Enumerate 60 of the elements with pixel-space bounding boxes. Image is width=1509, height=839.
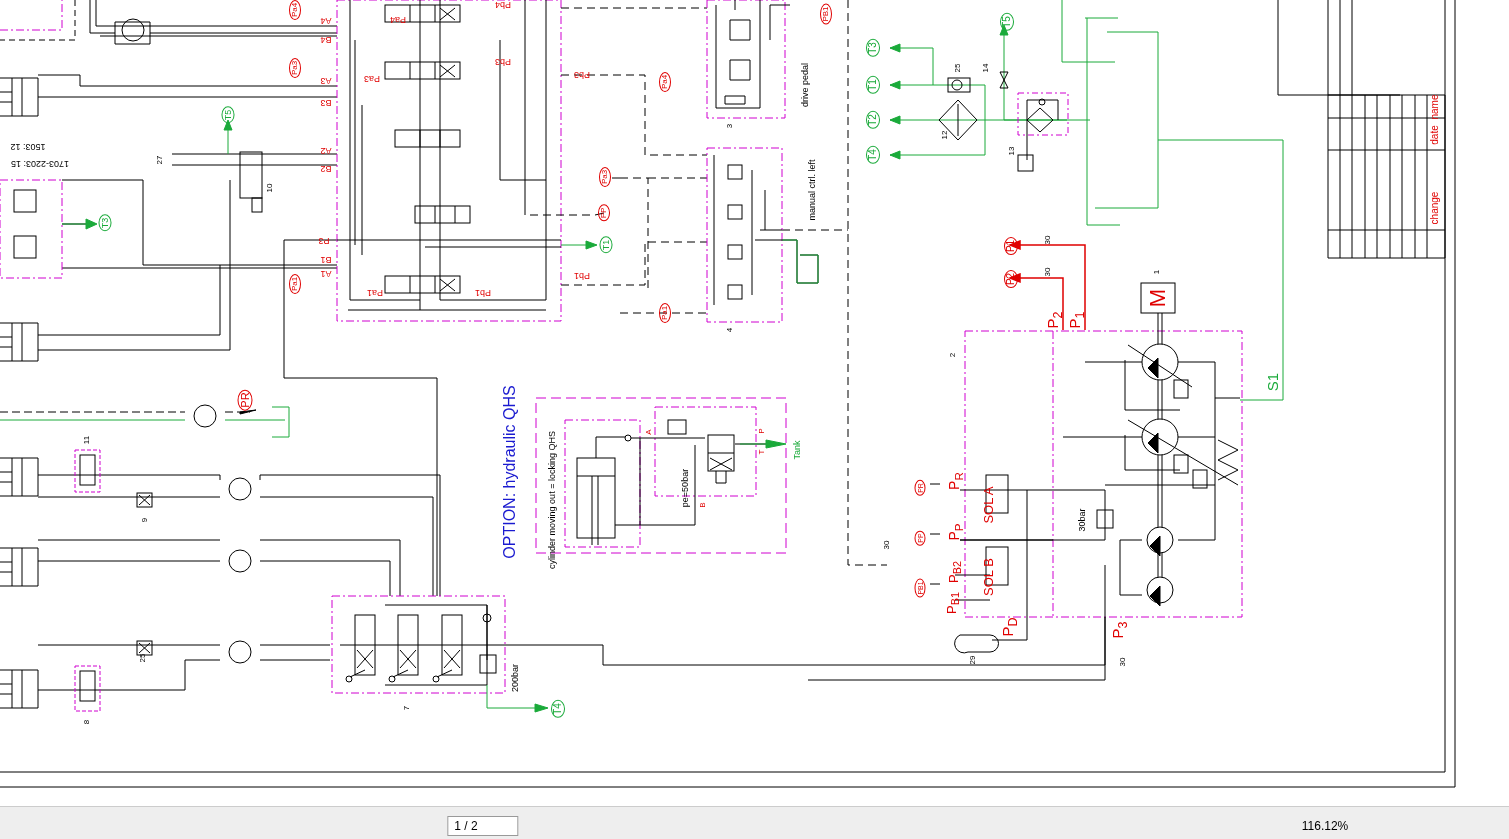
port-label: P3 xyxy=(318,235,330,245)
note-text: 1703-2203: 15 xyxy=(10,158,70,168)
part-number: 2 xyxy=(949,352,957,358)
port-label: Pb4 xyxy=(495,0,511,9)
part-number: 4 xyxy=(726,327,734,333)
valve-label: SOL A xyxy=(981,486,995,524)
port-label: B3 xyxy=(320,97,332,107)
note-text: manual ctrl. left xyxy=(807,159,817,221)
part-number: 10 xyxy=(266,183,274,193)
port-label: Pb1 xyxy=(574,270,590,280)
port-label: B4 xyxy=(320,34,332,44)
port-label: Tank xyxy=(792,440,802,460)
port-label: Pa1 xyxy=(367,287,383,297)
note-text: pe=50bar xyxy=(680,468,690,508)
valve-label: SOL B xyxy=(981,558,995,596)
port-label: A1 xyxy=(320,268,332,278)
part-number: 11 xyxy=(83,435,91,445)
part-number: 3 xyxy=(726,123,734,129)
part-number: 30 xyxy=(1044,267,1052,277)
port-label: A2 xyxy=(320,145,332,155)
port-label: B xyxy=(699,502,707,508)
port-label: A3 xyxy=(320,75,332,85)
part-number: 25 xyxy=(139,653,147,663)
motor-symbol-label: M xyxy=(1147,288,1169,308)
note-text: 1503: 12 xyxy=(10,141,46,151)
pressure-setting: 30bar xyxy=(1077,508,1087,532)
part-number: 27 xyxy=(156,155,164,165)
part-number: 9 xyxy=(141,517,149,523)
title-block-heading: change xyxy=(1430,191,1440,225)
port-label: Pb3 xyxy=(495,56,511,66)
part-number: 12 xyxy=(941,130,949,140)
port-label: B2 xyxy=(320,163,332,173)
part-number: 13 xyxy=(1008,146,1016,156)
part-number: 30 xyxy=(883,540,891,550)
port-label: S1 xyxy=(1264,372,1280,392)
part-number: 8 xyxy=(83,719,91,725)
port-label: Pa3 xyxy=(364,73,380,83)
port-label: A4 xyxy=(320,15,332,25)
part-number: 29 xyxy=(969,655,977,665)
note-text: cylinder moving out = locking QHS xyxy=(547,431,557,569)
port-label: P xyxy=(758,428,766,434)
port-label: Pa4 xyxy=(390,14,406,24)
part-number: 30 xyxy=(1044,235,1052,245)
port-label: Pb1 xyxy=(475,287,491,297)
title-block-heading: date xyxy=(1430,125,1440,145)
port-label: A xyxy=(645,429,653,435)
part-number: 7 xyxy=(403,705,411,711)
port-label: T xyxy=(758,449,766,455)
title-block-heading: name xyxy=(1430,94,1440,120)
part-number: 14 xyxy=(982,63,990,73)
part-number: 25 xyxy=(954,63,962,73)
port-label: B1 xyxy=(320,254,332,264)
page-indicator: 1 / 2 xyxy=(447,816,519,836)
part-number: 30 xyxy=(1119,657,1127,667)
option-heading: OPTION: hydraulic QHS xyxy=(502,385,518,559)
zoom-level: 116.12% xyxy=(1301,820,1349,832)
part-number: 1 xyxy=(1153,269,1161,275)
port-label: Pb3 xyxy=(574,69,590,79)
pressure-setting: 200bar xyxy=(510,664,520,692)
note-text: drive pedal xyxy=(800,63,810,107)
